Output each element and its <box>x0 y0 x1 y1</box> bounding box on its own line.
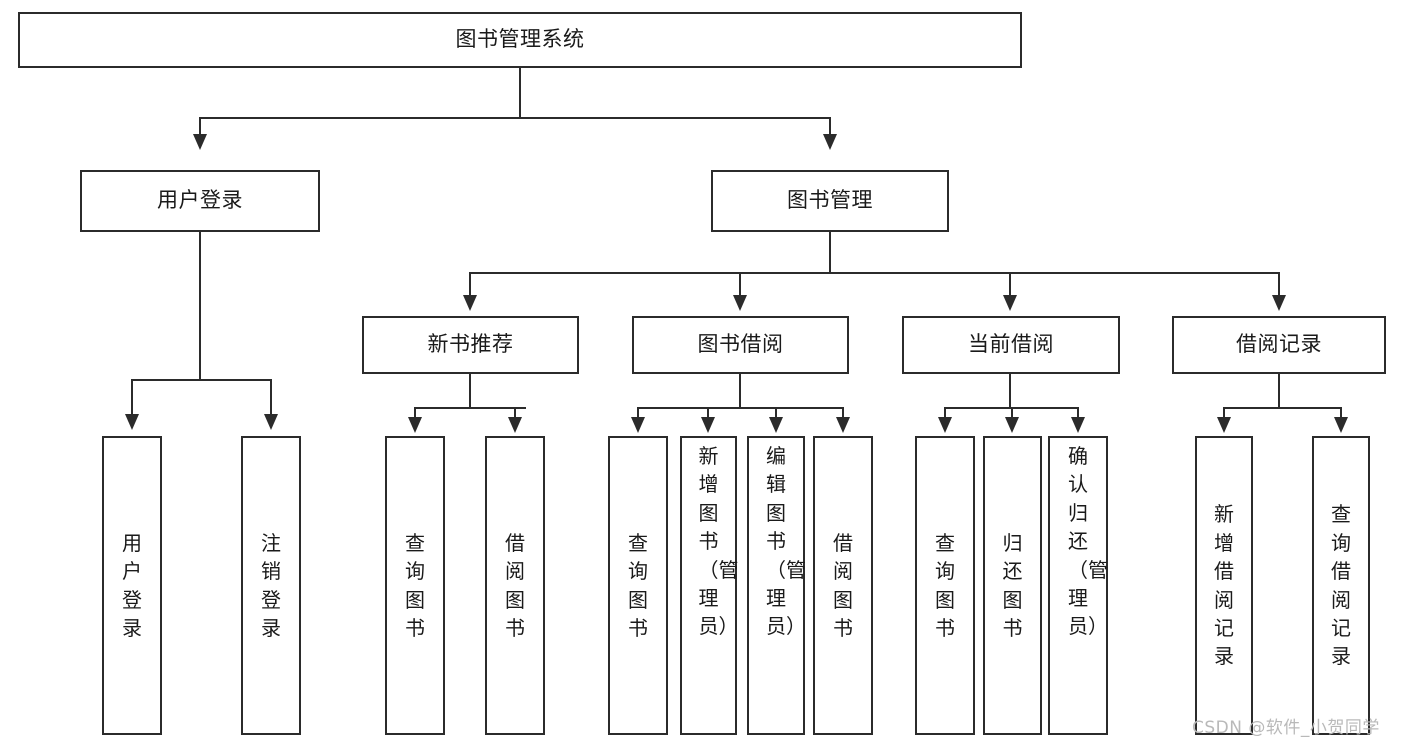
arrow-icon-to-leaf-add-book-admin <box>701 417 715 433</box>
connector-bar-root <box>199 117 829 119</box>
connector-bar-book-management <box>469 272 1280 274</box>
connector-drop-bm-4 <box>1278 272 1280 298</box>
connector-drop-cb-2 <box>1011 407 1013 419</box>
arrow-icon-to-borrow-record <box>1272 295 1286 311</box>
node-label: 图书管理系统 <box>455 27 585 52</box>
arrow-icon-to-leaf-return-book <box>1005 417 1019 433</box>
arrow-icon-to-leaf-borrow-book <box>836 417 850 433</box>
node-label: 借阅记录 <box>1236 332 1322 357</box>
connector-stem-book-borrow <box>739 374 741 408</box>
connector-drop-nbr-2 <box>514 407 516 419</box>
node-current-borrow[interactable]: 当前借阅 <box>902 316 1120 374</box>
node-root-book-management-system[interactable]: 图书管理系统 <box>18 12 1022 68</box>
connector-drop-user-login-1 <box>131 379 133 417</box>
leaf-node-borrow-book-recommend[interactable]: 借阅图书 <box>485 436 545 735</box>
node-label: 查询借阅记录 <box>1331 502 1351 669</box>
node-label: 图书借阅 <box>697 332 784 357</box>
leaf-node-add-borrow-record[interactable]: 新增借阅记录 <box>1195 436 1253 735</box>
node-label: 借阅图书 <box>833 530 853 640</box>
node-borrow-record[interactable]: 借阅记录 <box>1172 316 1386 374</box>
connector-drop-bb-4 <box>842 407 844 419</box>
connector-drop-user-login-2 <box>270 379 272 417</box>
arrow-icon-to-leaf-query-book-current <box>938 417 952 433</box>
node-label: 新增图书（管理员） <box>698 444 739 639</box>
connector-stem-current-borrow <box>1009 374 1011 408</box>
node-book-management[interactable]: 图书管理 <box>711 170 949 232</box>
connector-drop-cb-3 <box>1077 407 1079 419</box>
leaf-node-return-book[interactable]: 归还图书 <box>983 436 1042 735</box>
arrow-icon-to-leaf-user-logout <box>264 414 278 430</box>
connector-bar-borrow-record <box>1223 407 1342 409</box>
leaf-node-query-book-borrow[interactable]: 查询图书 <box>608 436 668 735</box>
csdn-watermark: CSDN @软件_小贺同学 <box>1192 718 1380 738</box>
connector-drop-nbr-1 <box>414 407 416 419</box>
connector-drop-root-left <box>199 117 201 137</box>
connector-stem-user-login <box>199 232 201 379</box>
node-label: 查询图书 <box>628 530 648 640</box>
node-label: 注销登录 <box>261 530 281 640</box>
arrow-icon-to-leaf-query-borrow-record <box>1334 417 1348 433</box>
connector-drop-root-right <box>829 117 831 137</box>
leaf-node-query-book-current[interactable]: 查询图书 <box>915 436 975 735</box>
node-label: 用户登录 <box>122 530 142 640</box>
connector-stem-borrow-record <box>1278 374 1280 408</box>
leaf-node-user-logout[interactable]: 注销登录 <box>241 436 301 735</box>
arrow-icon-root-to-user-login <box>193 134 207 150</box>
arrow-icon-to-leaf-edit-book-admin <box>769 417 783 433</box>
node-label: 编辑图书（管理员） <box>766 444 806 639</box>
connector-drop-bb-2 <box>707 407 709 419</box>
leaf-node-edit-book-admin[interactable]: 编辑图书（管理员） <box>747 436 806 735</box>
arrow-icon-to-new-book-recommend <box>463 295 477 311</box>
arrow-icon-to-leaf-query-book-recommend <box>408 417 422 433</box>
node-new-book-recommend[interactable]: 新书推荐 <box>362 316 579 374</box>
node-label: 新增借阅记录 <box>1214 502 1234 669</box>
arrow-icon-to-current-borrow <box>1003 295 1017 311</box>
arrow-icon-to-leaf-add-borrow-record <box>1217 417 1231 433</box>
connector-stem-root <box>519 68 521 117</box>
leaf-node-confirm-return-admin[interactable]: 确认归还（管理员） <box>1048 436 1108 735</box>
node-label: 用户登录 <box>157 188 243 213</box>
node-label: 查询图书 <box>935 530 955 640</box>
connector-drop-bb-3 <box>775 407 777 419</box>
arrow-icon-to-leaf-user-login <box>125 414 139 430</box>
connector-drop-cb-1 <box>944 407 946 419</box>
connector-stem-book-management <box>829 232 831 273</box>
leaf-node-query-borrow-record[interactable]: 查询借阅记录 <box>1312 436 1370 735</box>
node-label: 借阅图书 <box>505 530 525 640</box>
connector-drop-br-1 <box>1223 407 1225 419</box>
arrow-icon-to-leaf-query-book-borrow <box>631 417 645 433</box>
arrow-icon-root-to-book-management <box>823 134 837 150</box>
leaf-node-add-book-admin[interactable]: 新增图书（管理员） <box>680 436 739 735</box>
node-label: 查询图书 <box>405 530 425 640</box>
connector-stem-new-book-recommend <box>469 374 471 408</box>
connector-bar-book-borrow <box>637 407 844 409</box>
node-user-login[interactable]: 用户登录 <box>80 170 320 232</box>
connector-drop-bb-1 <box>637 407 639 419</box>
connector-bar-user-login <box>131 379 270 381</box>
connector-drop-bm-2 <box>739 272 741 298</box>
leaf-node-user-login[interactable]: 用户登录 <box>102 436 162 735</box>
node-label: 归还图书 <box>1002 530 1023 640</box>
connector-bar-new-book-recommend <box>414 407 526 409</box>
node-book-borrow[interactable]: 图书借阅 <box>632 316 849 374</box>
leaf-node-borrow-book[interactable]: 借阅图书 <box>813 436 873 735</box>
node-label: 当前借阅 <box>968 332 1054 357</box>
node-label: 确认归还（管理员） <box>1068 444 1108 639</box>
arrow-icon-to-book-borrow <box>733 295 747 311</box>
connector-drop-bm-3 <box>1009 272 1011 298</box>
arrow-icon-to-leaf-borrow-book-recommend <box>508 417 522 433</box>
leaf-node-query-book-recommend[interactable]: 查询图书 <box>385 436 445 735</box>
node-label: 新书推荐 <box>427 332 514 357</box>
connector-drop-br-2 <box>1340 407 1342 419</box>
arrow-icon-to-leaf-confirm-return-admin <box>1071 417 1085 433</box>
connector-drop-bm-1 <box>469 272 471 298</box>
node-label: 图书管理 <box>787 188 873 213</box>
